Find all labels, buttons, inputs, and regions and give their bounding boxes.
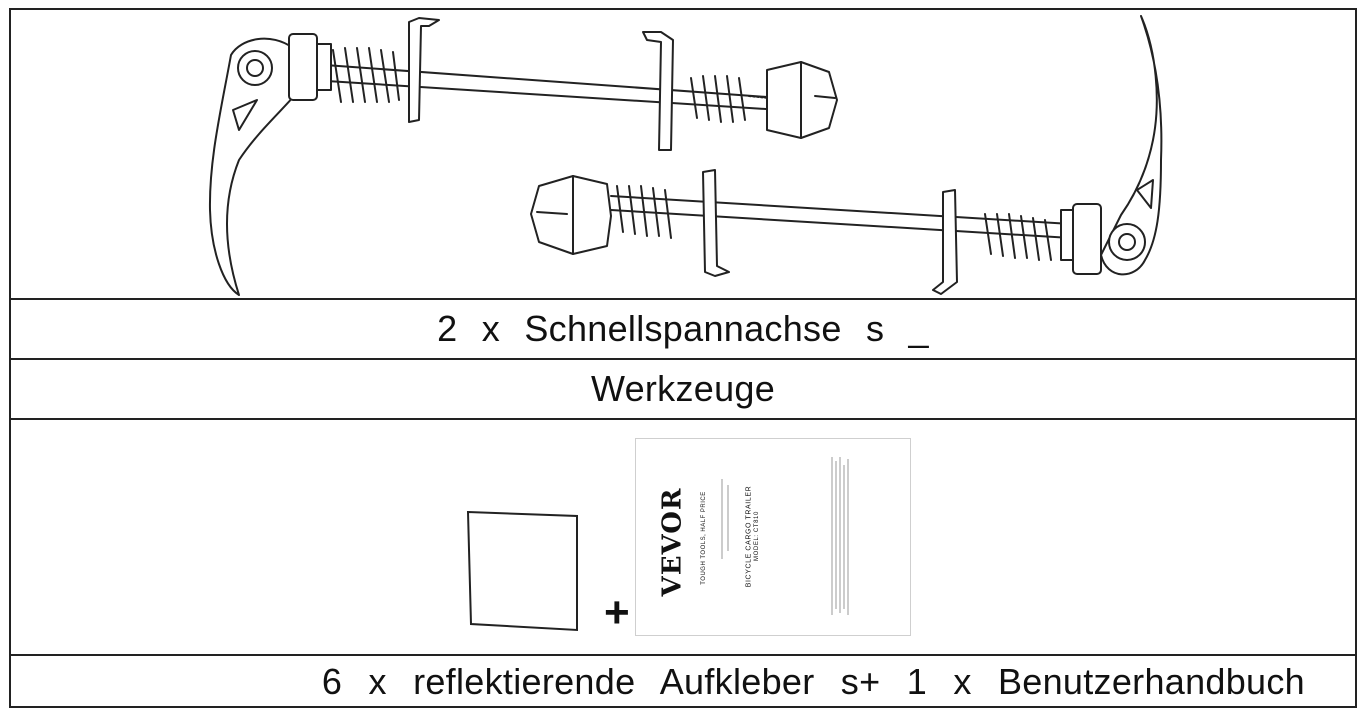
reflective-sticker-icon [466,510,578,632]
quick-release-axle-icon [208,15,1163,296]
axles-caption: 2 x Schnellspannachse s _ [437,308,929,349]
axles-caption-row: 2 x Schnellspannachse s _ [11,300,1355,360]
accessories-caption-row: 6 x reflektierende Aufkleber s+ 1 x Benu… [11,656,1355,708]
axles-illustration-cell [11,10,1355,300]
plus-sign: + [604,588,630,637]
accessories-illustration-cell: + VEVOR TOUGH TOOLS, HALF PRICE BICYCLE … [11,420,1355,656]
accessories-caption: 6 x reflektierende Aufkleber s+ 1 x Benu… [321,661,1305,702]
user-manual-icon: VEVOR TOUGH TOOLS, HALF PRICE BICYCLE CA… [635,438,911,636]
tools-heading-row: Werkzeuge [11,360,1355,420]
axle-lower [530,15,1163,295]
parts-list-table: 2 x Schnellspannachse s _ Werkzeuge + VE… [9,8,1357,708]
axle-upper [208,17,838,296]
tools-heading: Werkzeuge [590,368,776,409]
manual-text-block [721,457,849,615]
